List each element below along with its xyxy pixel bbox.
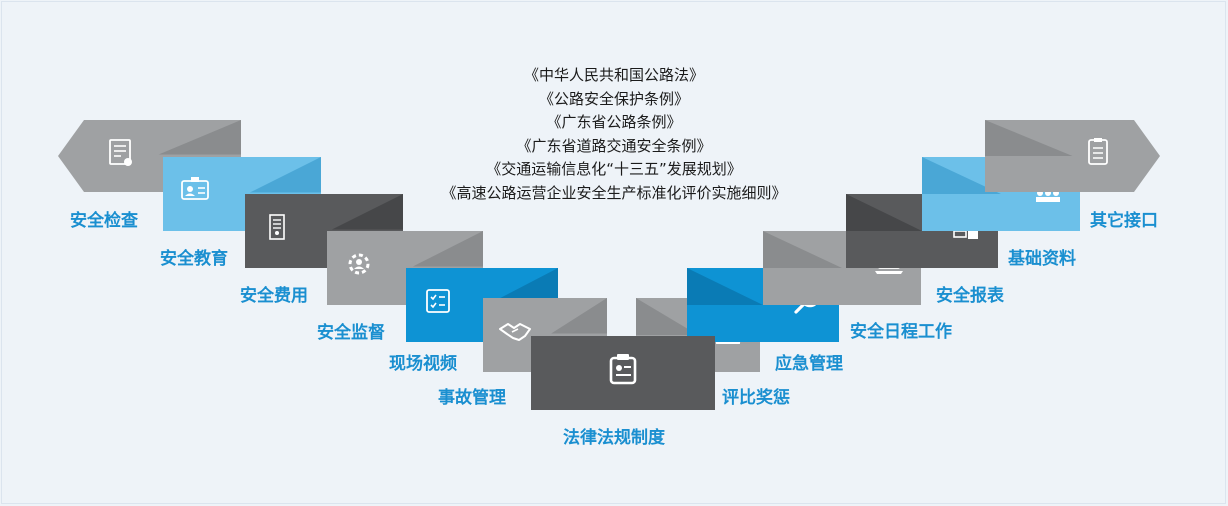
law-item: 《公路安全保护条例》 (538, 89, 689, 108)
label-accident-management: 事故管理 (438, 388, 506, 408)
label-basic-data: 基础资料 (1008, 249, 1076, 269)
module-card-center-0 (531, 336, 715, 410)
module-card-right-5 (985, 120, 1160, 192)
label-site-video: 现场视频 (389, 354, 457, 374)
handshake-icon (497, 313, 533, 349)
law-item: 《中华人民共和国公路法》 (523, 66, 704, 84)
gear-person-icon (341, 246, 377, 282)
module-shape (985, 120, 1160, 192)
label-other-interfaces: 其它接口 (1090, 211, 1158, 231)
certificate-icon (102, 134, 138, 170)
checklist-doc-icon (1080, 134, 1116, 170)
law-item: 《广东省公路条例》 (546, 113, 682, 131)
label-safety-supervision: 安全监督 (317, 323, 385, 343)
label-emergency-management: 应急管理 (775, 354, 843, 374)
law-item: 《交通运输信息化“十三五”发展规划》 (486, 160, 742, 178)
label-laws-regulations: 法律法规制度 (563, 428, 665, 448)
checklist-icon (420, 283, 456, 319)
module-shape (531, 336, 715, 410)
label-safety-education: 安全教育 (160, 249, 228, 269)
law-item: 《广东省道路交通安全条例》 (516, 136, 712, 155)
id-card-icon (177, 172, 213, 208)
document-icon (259, 209, 295, 245)
label-rewards-penalties: 评比奖惩 (722, 388, 790, 408)
label-daily-safety-work: 安全日程工作 (850, 322, 952, 342)
label-safety-inspection: 安全检查 (70, 211, 138, 231)
label-safety-reports: 安全报表 (936, 286, 1004, 306)
label-safety-cost: 安全费用 (240, 286, 308, 306)
laws-list: 《中华人民共和国公路法》 《公路安全保护条例》 《广东省公路条例》 《广东省道路… (0, 64, 1228, 205)
clipboard-icon (605, 351, 641, 387)
law-item: 《高速公路运营企业安全生产标准化评价实施细则》 (441, 183, 787, 202)
